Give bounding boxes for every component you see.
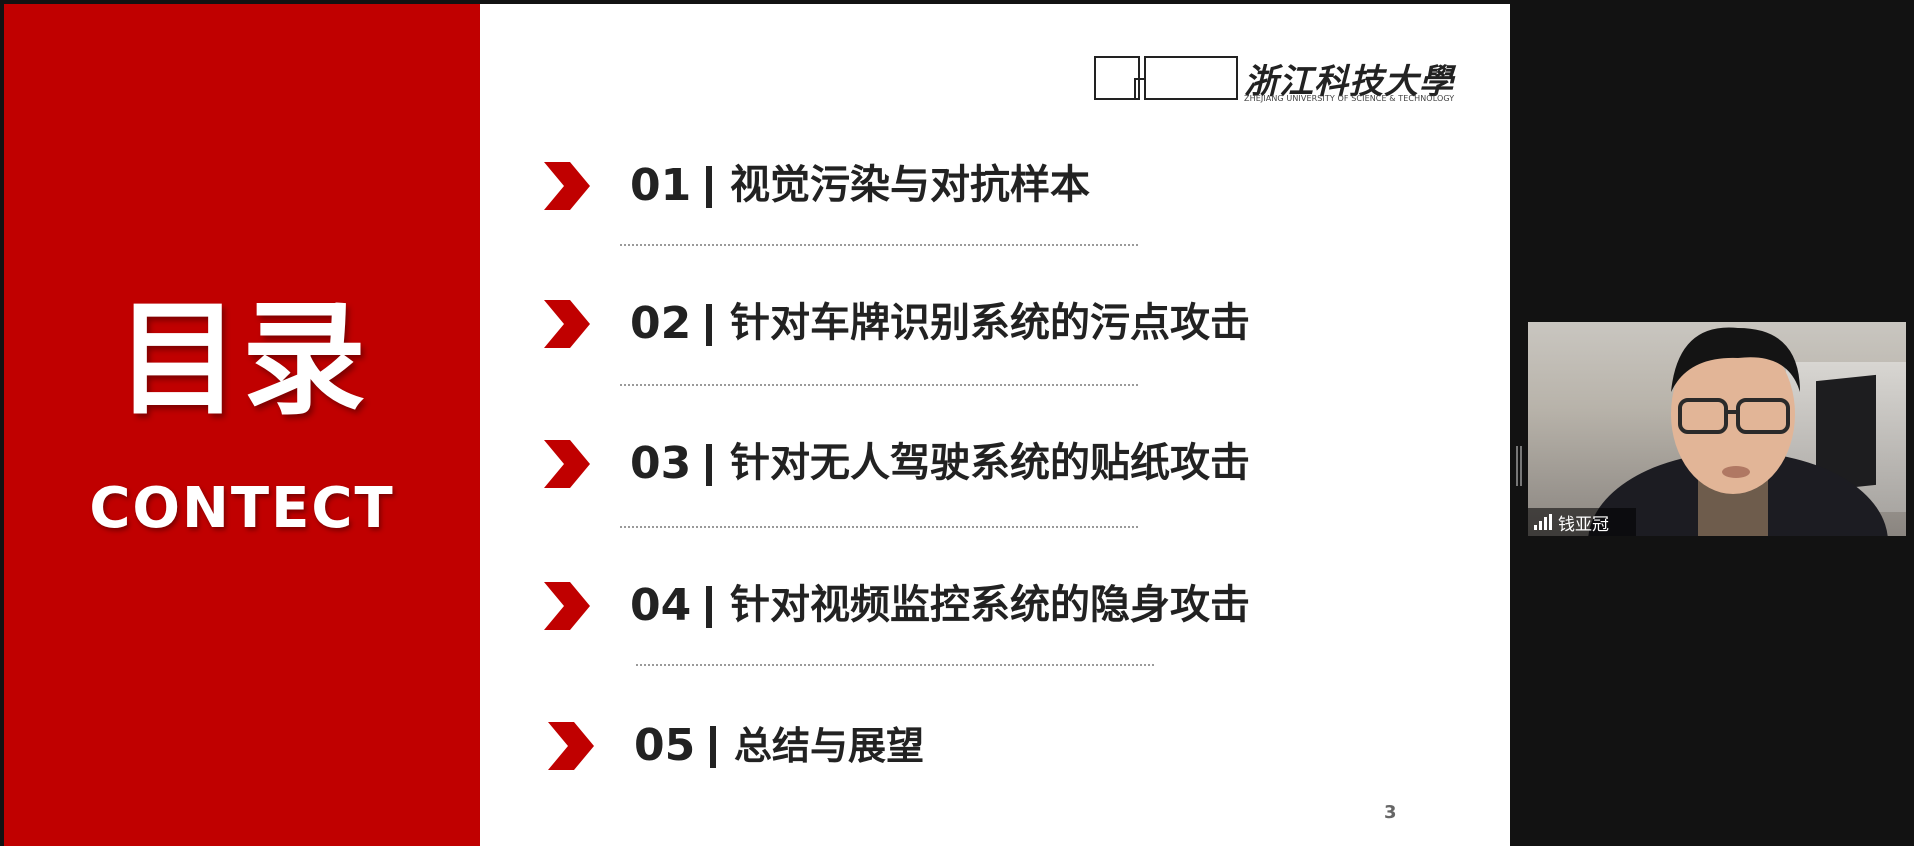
participant-video[interactable] [1528,322,1906,536]
toc-item-label: 针对无人驾驶系统的贴纸攻击 [730,440,1250,486]
toc-item-separator [706,304,712,346]
logo-mark-left [1094,56,1140,100]
toc-item-03: 03 针对无人驾驶系统的贴纸攻击 [544,438,1444,498]
toc-item-separator [706,586,712,628]
participant-name: 钱亚冠 [1558,514,1609,535]
participant-video-feed [1588,327,1888,536]
signal-strength-icon [1534,514,1552,530]
toc-item-label: 视觉污染与对抗样本 [730,162,1090,208]
page-number: 3 [1384,802,1397,823]
slide-title-english: CONTECT [89,476,395,541]
toc-item-04: 04 针对视频监控系统的隐身攻击 [544,580,1444,640]
slide-title-chinese: 目录 [115,288,368,432]
toc-item-number: 03 [630,438,692,489]
toc-item-label: 针对视频监控系统的隐身攻击 [730,582,1250,628]
toc-item-number: 04 [630,580,692,631]
toc-item-label: 总结与展望 [734,724,925,768]
title-panel: 目录 CONTECT [4,4,480,846]
toc-divider [620,384,1138,386]
chevron-right-icon [544,582,590,630]
logo-mark-right [1144,56,1238,100]
toc-item-separator [706,444,712,486]
chevron-right-icon [544,300,590,348]
logo-name-chinese: 浙江科技大學 [1244,62,1454,102]
chevron-right-icon [544,162,590,210]
shared-slide: 目录 CONTECT 浙江科技大學 ZHEJIANG UNIVERSITY OF… [4,4,1510,846]
participant-name-tag: 钱亚冠 [1528,508,1636,536]
toc-divider [620,526,1138,528]
toc-divider [620,244,1138,246]
toc-item-05: 05 总结与展望 [548,720,1448,780]
toc-divider [636,664,1154,666]
toc-item-label: 针对车牌识别系统的污点攻击 [730,300,1250,346]
toc-item-separator [710,726,716,768]
toc-item-separator [706,166,712,208]
logo-name-english: ZHEJIANG UNIVERSITY OF SCIENCE & TECHNOL… [1244,94,1455,103]
toc-item-01: 01 视觉污染与对抗样本 [544,160,1444,220]
logo-mark-notch [1134,78,1148,100]
chevron-right-icon [544,440,590,488]
chevron-right-icon [548,722,594,770]
toc-item-02: 02 针对车牌识别系统的污点攻击 [544,298,1444,358]
university-logo: 浙江科技大學 ZHEJIANG UNIVERSITY OF SCIENCE & … [1094,56,1454,104]
panel-resize-handle[interactable] [1516,446,1522,486]
toc-item-number: 05 [634,720,696,771]
toc-item-number: 01 [630,160,692,211]
toc-item-number: 02 [630,298,692,349]
